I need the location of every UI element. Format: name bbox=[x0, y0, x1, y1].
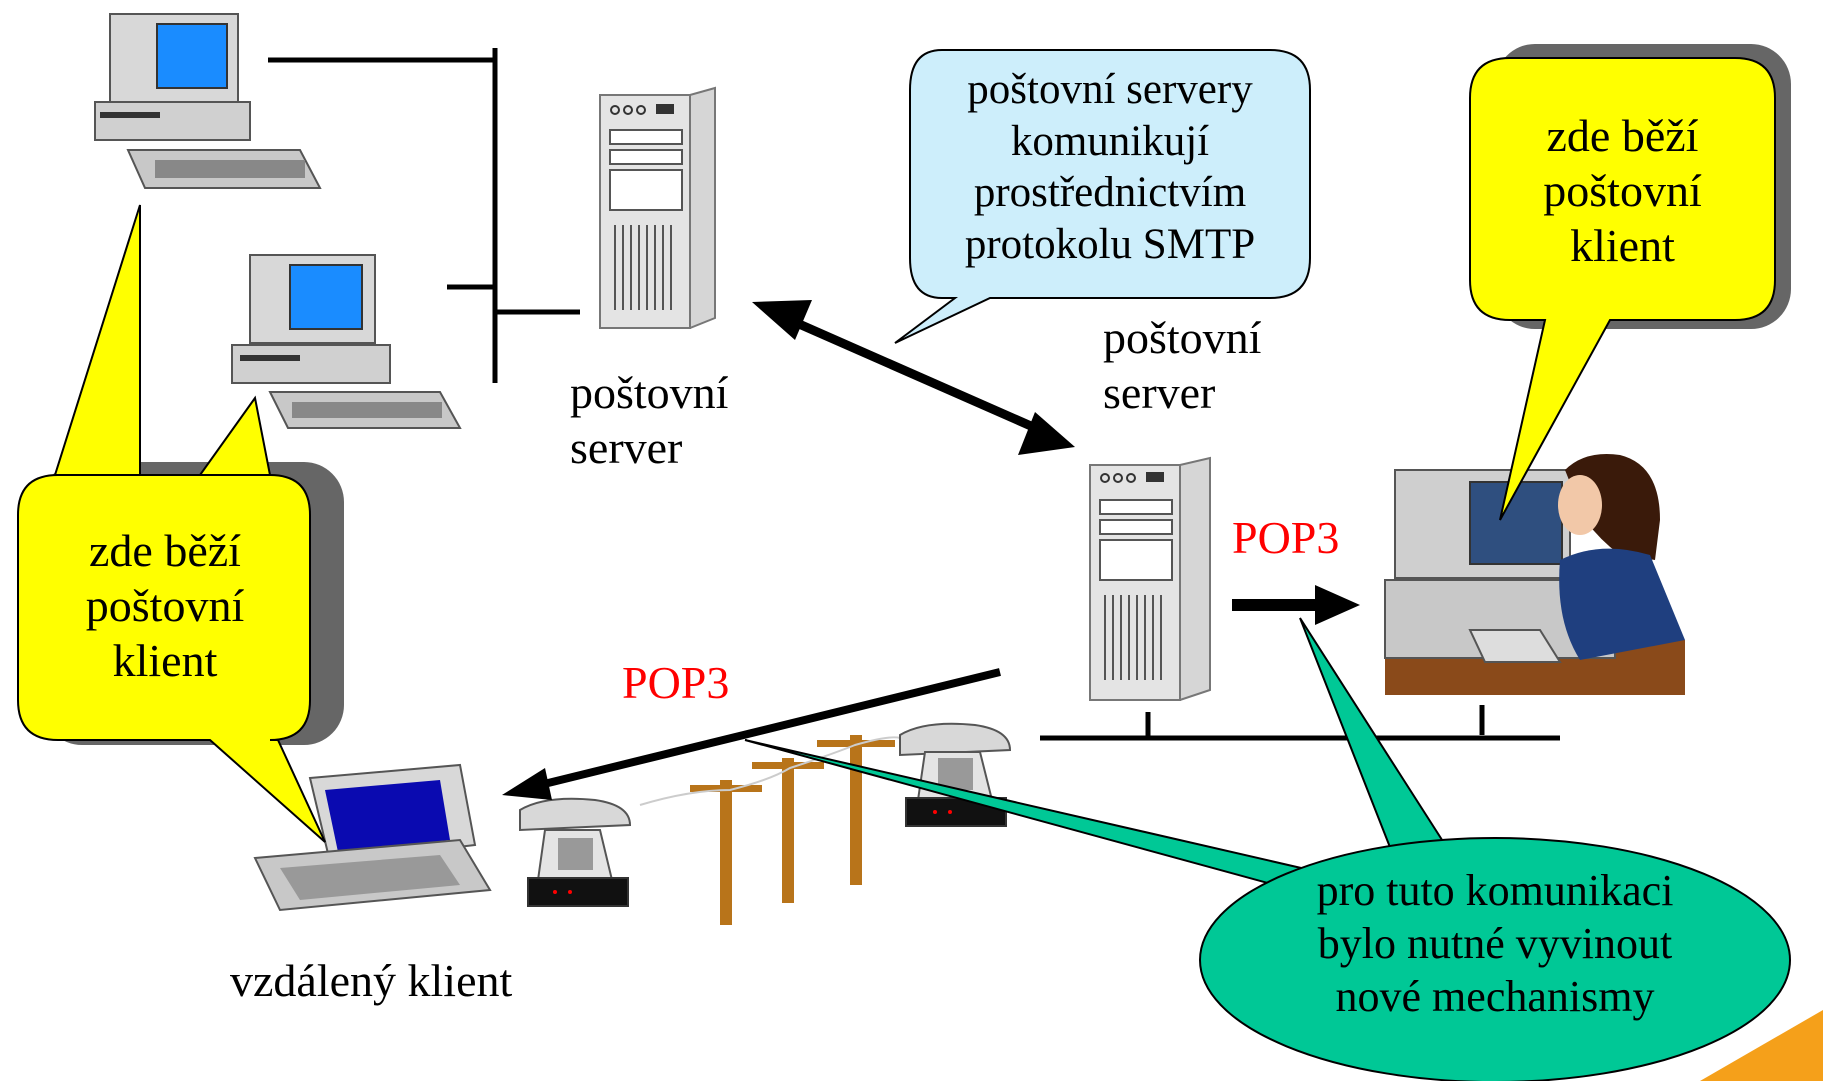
corner-accent bbox=[1700, 1010, 1823, 1081]
utility-poles-icon bbox=[639, 735, 901, 925]
client-right-note-text: zde běží poštovní klient bbox=[1543, 110, 1702, 272]
green-callout-shape bbox=[744, 617, 1791, 1081]
smtp-note-text: poštovní servery komunikují prostřednict… bbox=[964, 66, 1256, 268]
server-right-label: poštovní server bbox=[1103, 312, 1262, 419]
pop3-arrow-left bbox=[502, 668, 1001, 800]
desktop-computer-2 bbox=[231, 254, 462, 429]
lan-lines bbox=[268, 48, 1560, 741]
laptop-remote-client-icon bbox=[253, 763, 492, 912]
mail-server-right-icon bbox=[1089, 456, 1211, 701]
pop3-arrow-right bbox=[1232, 585, 1360, 625]
woman-at-computer-icon bbox=[1384, 454, 1685, 695]
blue-callout-shape bbox=[894, 49, 1311, 344]
telephone-modem-left-icon bbox=[519, 797, 632, 907]
mail-server-left-icon bbox=[599, 86, 716, 329]
client-left-note-text: zde běží poštovní klient bbox=[85, 525, 245, 687]
yellow-callout-right-shape bbox=[1469, 44, 1791, 521]
new-mechanisms-note-text: pro tuto komunikaci bylo nutné vyvinout … bbox=[1316, 866, 1674, 1021]
desktop-computer-1 bbox=[94, 13, 322, 189]
smtp-double-arrow bbox=[752, 300, 1075, 455]
telephone-modem-right-icon bbox=[899, 722, 1012, 827]
remote-client-label: vzdálený klient bbox=[230, 955, 513, 1006]
pop3-upper-label: POP3 bbox=[1232, 512, 1340, 563]
yellow-callout-left-shape bbox=[17, 204, 344, 843]
pop3-lower-label: POP3 bbox=[622, 657, 730, 708]
server-left-label: poštovní server bbox=[570, 367, 729, 474]
